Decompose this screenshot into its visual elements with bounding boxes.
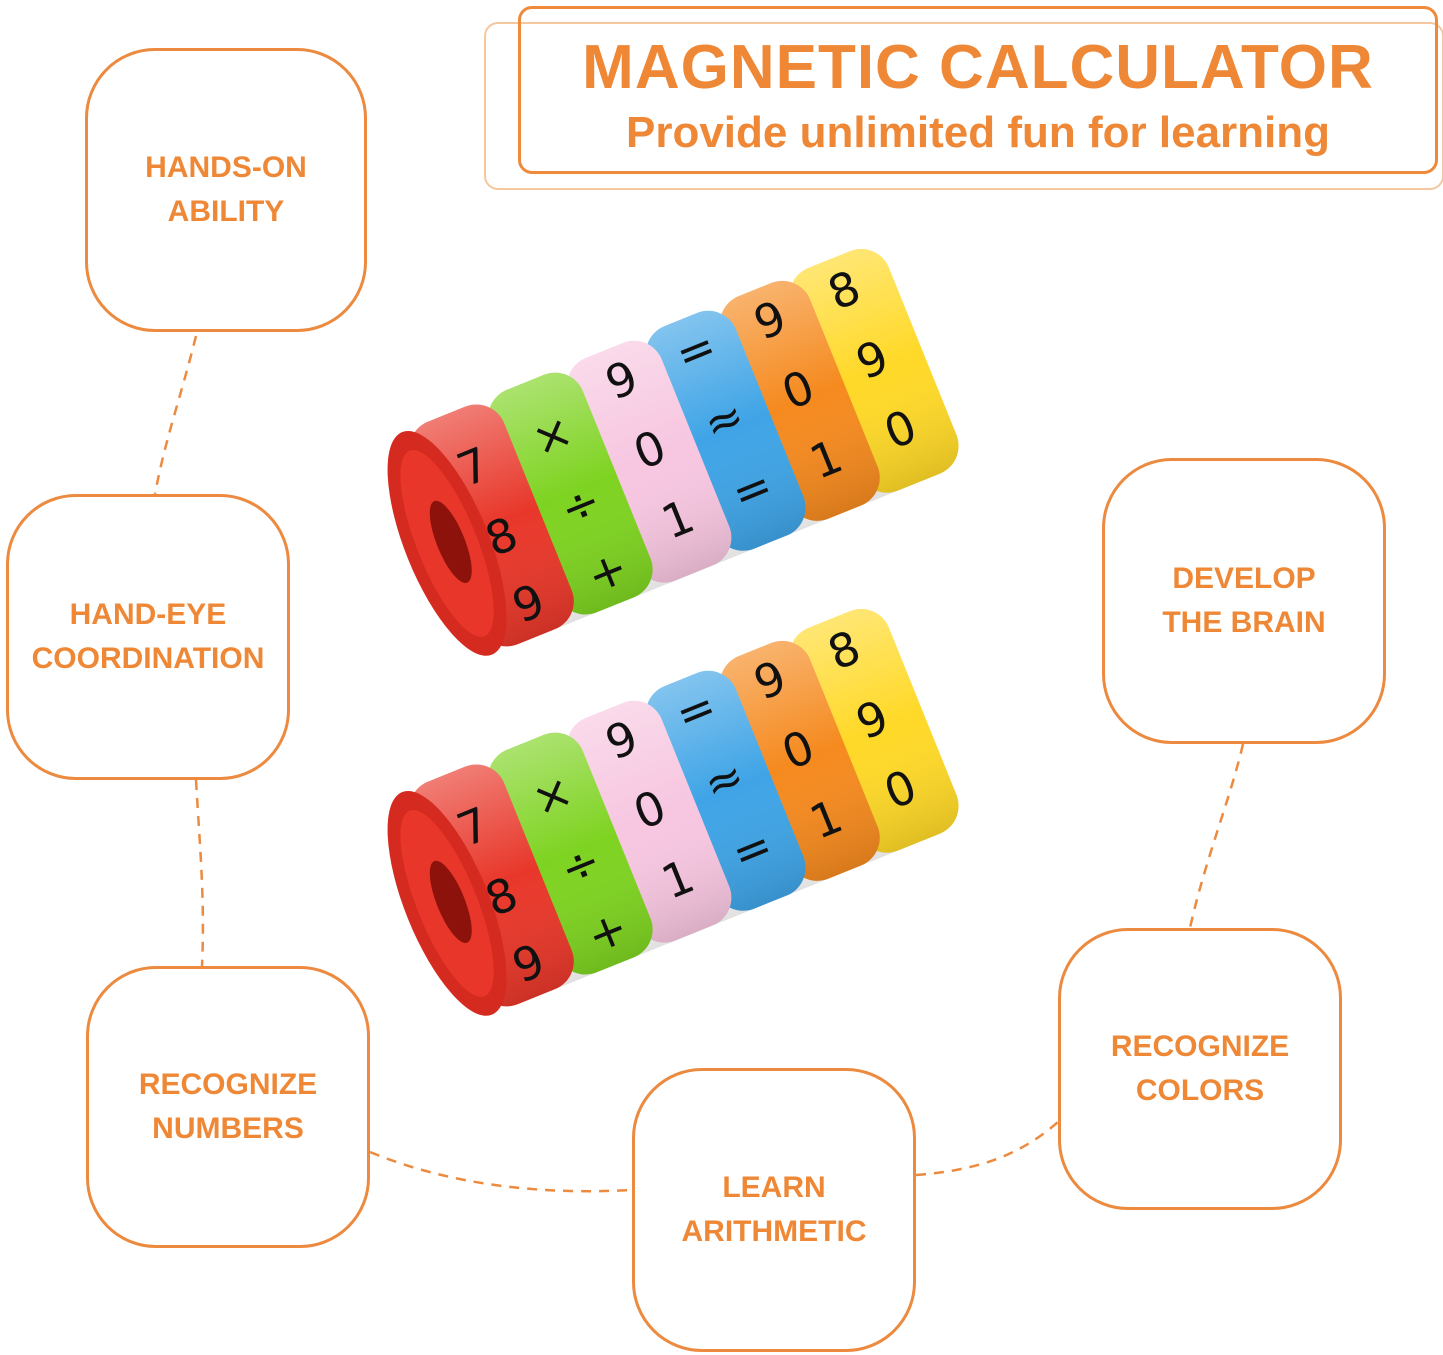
feature-line: COLORS [1135,1074,1265,1107]
feature-line: THE BRAIN [1162,606,1326,639]
feature-line: RECOGNIZE [1110,1030,1290,1063]
calculator-cylinder-top: 789 ×÷+ 901 =≈= 901 890 [387,248,959,656]
feature-line: NUMBERS [152,1112,304,1145]
feature-line: HANDS-ON [145,151,307,184]
page-subtitle: Provide unlimited fun for learning [625,108,1331,157]
feature-hands-on-ability: HANDS-ON ABILITY [85,48,367,332]
feature-line: RECOGNIZE [138,1068,318,1101]
feature-line: ABILITY [167,195,285,228]
product-photo: 789 ×÷+ 901 =≈= 901 890 789 ×÷+ [387,248,959,1016]
feature-line: LEARN [722,1171,826,1204]
feature-hand-eye-coordination: HAND-EYE COORDINATION [6,494,290,780]
feature-line: HAND-EYE [69,598,227,631]
feature-line: ARITHMETIC [681,1215,867,1248]
calculator-cylinder-bottom: 789 ×÷+ 901 =≈= 901 890 [387,608,959,1016]
feature-develop-the-brain: DEVELOP THE BRAIN [1102,458,1386,744]
feature-learn-arithmetic: LEARN ARITHMETIC [632,1068,916,1352]
feature-line: DEVELOP [1172,562,1316,595]
page-title: MAGNETIC CALCULATOR [582,33,1374,102]
feature-recognize-numbers: RECOGNIZE NUMBERS [86,966,370,1248]
feature-line: COORDINATION [31,642,265,675]
feature-recognize-colors: RECOGNIZE COLORS [1058,928,1342,1210]
title-frame: MAGNETIC CALCULATOR Provide unlimited fu… [518,6,1438,174]
